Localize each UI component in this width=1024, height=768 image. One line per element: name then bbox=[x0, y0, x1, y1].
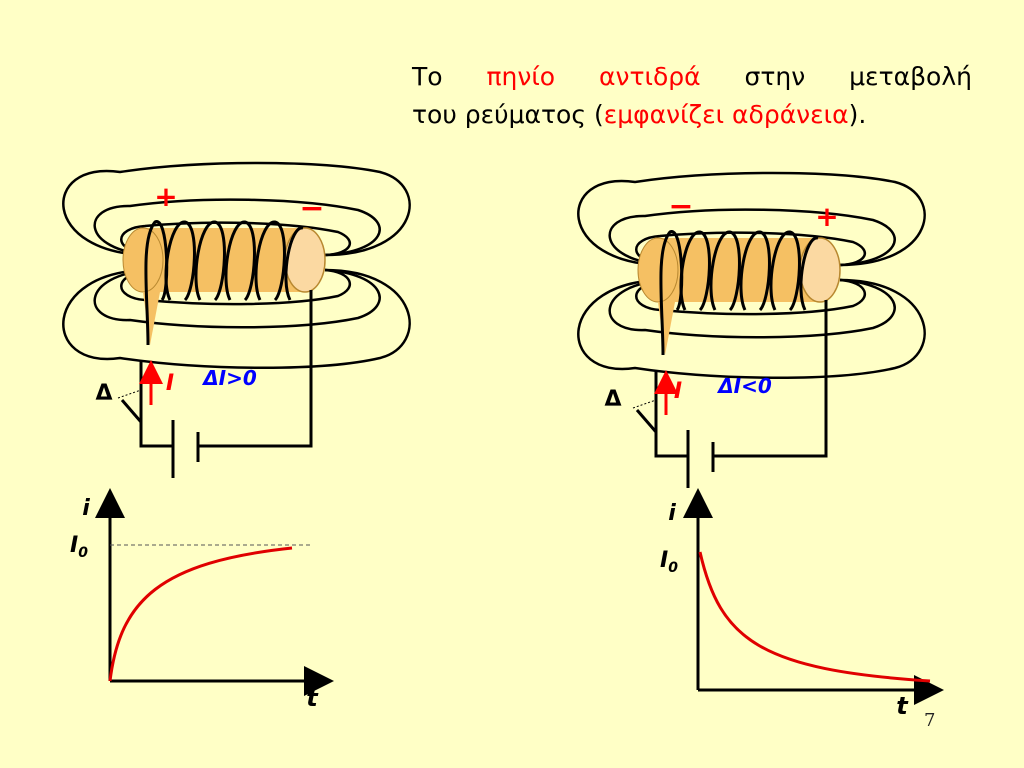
left-change-label: ΔI>0 bbox=[201, 366, 257, 390]
title-text-highlight: εμφανίζει αδράνεια bbox=[603, 100, 849, 129]
left-graph: i I0 t bbox=[70, 488, 334, 712]
left-circuit: + − Δ I ΔI>0 bbox=[62, 161, 411, 478]
left-graph-y-label: i bbox=[82, 496, 90, 521]
slide-title: Το πηνίο αντιδρά στην μεταβολή του ρεύμα… bbox=[412, 58, 972, 134]
right-graph-decay-curve bbox=[698, 551, 931, 683]
right-pole-plus: + bbox=[815, 200, 838, 233]
left-current-label: I bbox=[166, 371, 174, 396]
left-pole-plus: + bbox=[154, 180, 177, 213]
right-switch-gap bbox=[632, 399, 657, 409]
left-field-lines bbox=[62, 161, 411, 370]
right-pole-minus: − bbox=[668, 189, 693, 224]
slide-number: 7 bbox=[924, 710, 936, 731]
title-line-1: Το πηνίο αντιδρά στην μεταβολή bbox=[412, 58, 972, 96]
right-circuit: − + Δ I ΔI<0 bbox=[577, 171, 926, 488]
left-graph-level-label: I0 bbox=[70, 533, 88, 561]
right-wires bbox=[635, 300, 828, 488]
right-current-label: I bbox=[674, 379, 682, 404]
title-word: στην bbox=[744, 62, 806, 91]
right-graph-level-label: I0 bbox=[660, 548, 678, 576]
title-text: ). bbox=[848, 100, 867, 129]
right-field-lines bbox=[577, 171, 926, 380]
left-pole-minus: − bbox=[299, 191, 324, 226]
left-coil bbox=[122, 220, 326, 346]
left-switch-gap bbox=[117, 389, 142, 399]
right-graph-y-label: i bbox=[668, 501, 676, 526]
right-graph-x-label: t bbox=[896, 692, 909, 720]
left-switch-label: Δ bbox=[95, 381, 112, 406]
left-graph-x-label: t bbox=[306, 684, 319, 712]
title-line-2: του ρεύματος (εμφανίζει αδράνεια). bbox=[412, 96, 972, 134]
title-text: του ρεύματος ( bbox=[412, 100, 604, 129]
right-graph: i I0 t bbox=[660, 488, 944, 720]
right-change-label: ΔI<0 bbox=[716, 374, 772, 398]
left-graph-growth-curve bbox=[108, 546, 293, 682]
title-word: Το bbox=[412, 62, 443, 91]
left-wires bbox=[120, 290, 313, 478]
title-word-highlight: αντιδρά bbox=[599, 62, 701, 91]
title-word-highlight: πηνίο bbox=[486, 62, 556, 91]
title-word: μεταβολή bbox=[849, 62, 972, 91]
right-switch-label: Δ bbox=[604, 387, 621, 412]
right-coil bbox=[637, 230, 841, 356]
